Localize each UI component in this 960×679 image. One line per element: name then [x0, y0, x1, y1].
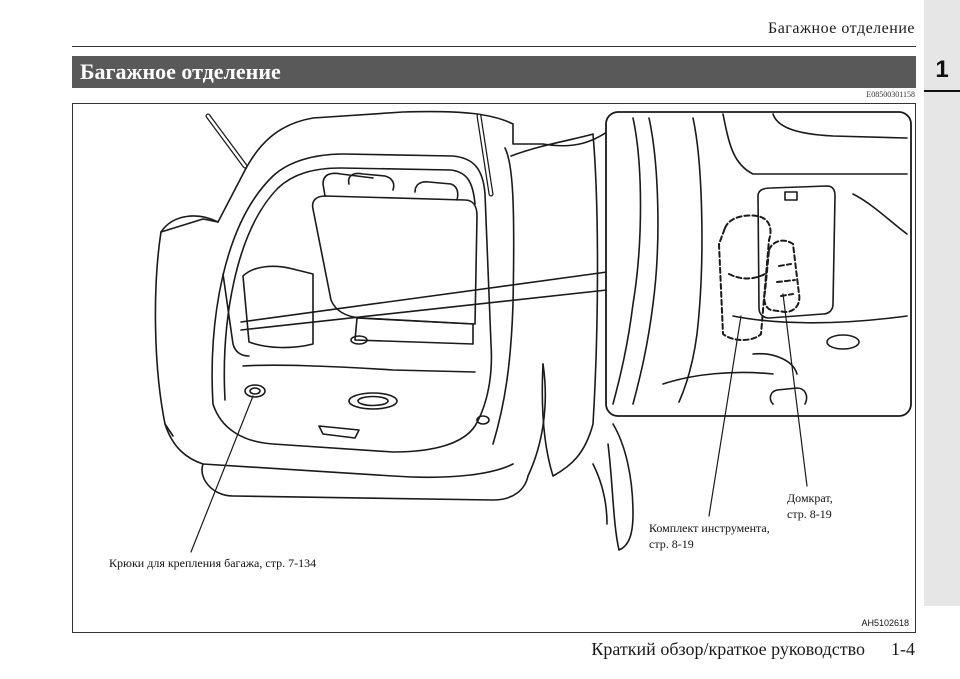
reference-code: E08500301158: [866, 90, 915, 99]
luggage-hook-rear-left: [350, 335, 368, 345]
chapter-tab: [924, 0, 960, 606]
leader-line-hooks: [190, 395, 254, 553]
header-rule: [72, 46, 916, 47]
callout-tool-kit-line1: Комплект инструмента,: [649, 521, 770, 535]
vehicle-body-outline: [160, 110, 634, 233]
rear-wheel-arch: [607, 423, 634, 551]
vehicle-left-side: [154, 231, 514, 479]
right-tail-light: [510, 133, 599, 477]
page-footer: Краткий обзор/краткое руководство 1-4: [591, 639, 915, 660]
luggage-compartment-illustration: [154, 110, 912, 553]
figure-code: AH5102618: [861, 618, 909, 628]
callout-jack-line2: стр. 8-19: [787, 507, 832, 521]
section-title-bar: Багажное отделение: [72, 56, 916, 88]
luggage-hook-front-left: [244, 384, 266, 398]
left-side-trim: [242, 265, 314, 349]
luggage-compartment-figure: Крюки для крепления багажа, стр. 7-134 К…: [72, 103, 916, 633]
zoom-line-upper: [240, 271, 608, 323]
detail-inset-drawing: [612, 113, 908, 405]
cargo-floor: [242, 364, 476, 373]
chapter-number: 1: [935, 56, 949, 83]
callout-tool-kit-line2: стр. 8-19: [649, 537, 694, 551]
page-number: 1-4: [891, 639, 915, 659]
leader-line-tool-kit: [708, 315, 742, 517]
zoom-line-lower: [240, 289, 608, 331]
jack-storage-cover: [757, 185, 836, 319]
right-rear-pillar: [492, 147, 515, 445]
luggage-hook-front-right: [476, 415, 490, 425]
callout-jack: Домкрат, стр. 8-19: [787, 490, 833, 522]
footer-section-name: Краткий обзор/краткое руководство: [591, 639, 865, 659]
floor-cover-lid: [348, 392, 398, 410]
callout-jack-line1: Домкрат,: [787, 491, 833, 505]
chapter-rule: [924, 90, 960, 92]
tool-kit-dashed: [718, 214, 772, 341]
jack-dashed: [763, 239, 801, 313]
luggage-floor-board: [354, 317, 474, 345]
section-title: Багажное отделение: [80, 59, 281, 84]
callout-luggage-hooks: Крюки для крепления багажа, стр. 7-134: [109, 556, 317, 570]
tailgate-opening: [211, 153, 493, 453]
rear-seatback: [311, 195, 478, 325]
leader-line-jack: [782, 293, 808, 487]
callout-tool-kit: Комплект инструмента, стр. 8-19: [649, 520, 770, 552]
header-title: Багажное отделение: [768, 20, 915, 37]
